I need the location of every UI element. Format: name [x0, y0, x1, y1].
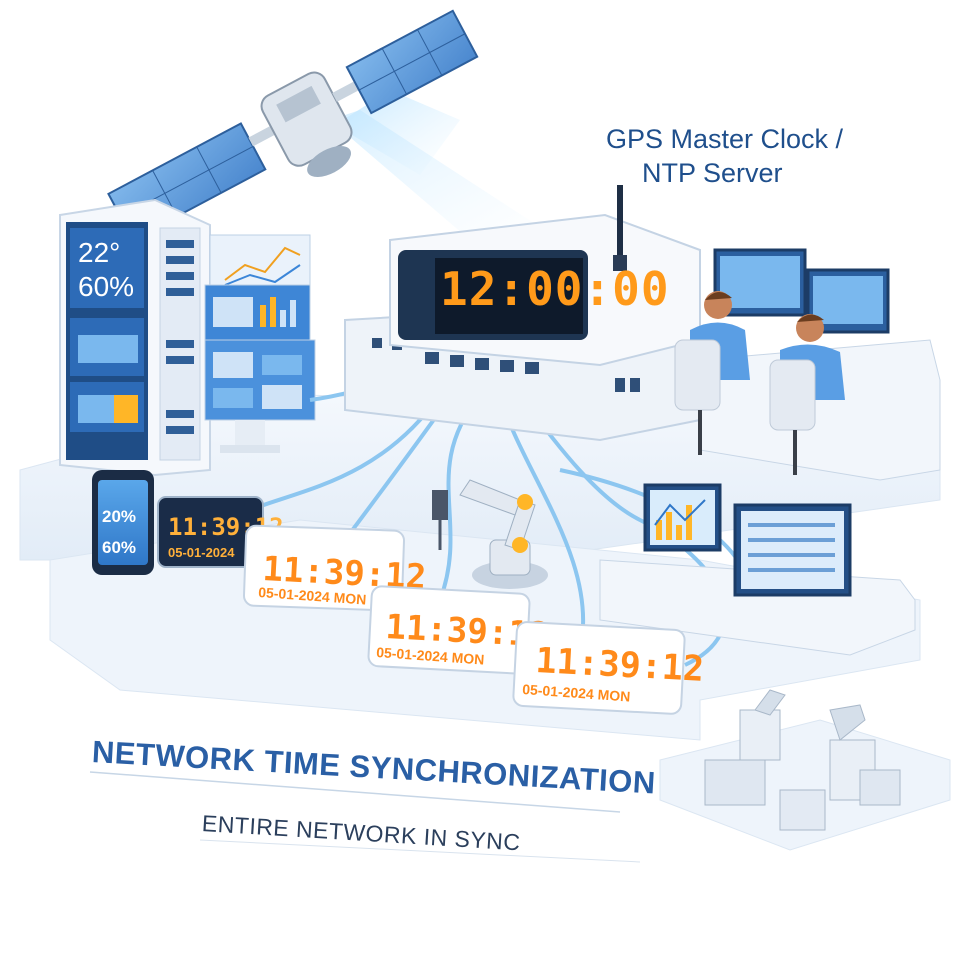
wall-clock-4: [512, 621, 686, 715]
server-rack-icon: [59, 198, 211, 477]
monitor-icon: [713, 248, 890, 334]
operator-icon: [674, 291, 845, 475]
gps-label-line-1: GPS Master Clock /: [606, 124, 844, 154]
title-underline: [89, 771, 621, 813]
gps-master-clock-label: GPS Master Clock / NTP Server: [606, 122, 843, 190]
master-clock-time: 12:00:00: [440, 262, 670, 316]
wall-clock-2: [242, 524, 406, 612]
wall-clock-2-date: 05-01-2024 MON: [258, 584, 367, 608]
right-monitors: [599, 483, 916, 656]
rack-humidity-readout: 60%: [78, 271, 134, 302]
subtitle-underline: [199, 839, 641, 863]
rack-temperature-readout: 22°: [78, 237, 120, 268]
smartphone-icon: [92, 470, 154, 575]
dashboard-panels: [204, 234, 316, 453]
wall-clock-4-date: 05-01-2024 MON: [522, 681, 631, 705]
phone-readout-2: 60%: [102, 538, 136, 557]
factory-robots: [704, 689, 901, 831]
robot-arm-icon: [432, 479, 548, 589]
phone-readout-1: 20%: [102, 507, 136, 526]
ntp-server-device: [344, 185, 701, 442]
gps-label-line-2: NTP Server: [642, 158, 783, 188]
operator-workstation: [674, 248, 941, 481]
wall-clock-3-date: 05-01-2024 MON: [376, 644, 485, 668]
wall-clock-1-date: 05-01-2024: [168, 545, 235, 560]
wall-clock-4-time: 11:39:12: [535, 641, 705, 690]
